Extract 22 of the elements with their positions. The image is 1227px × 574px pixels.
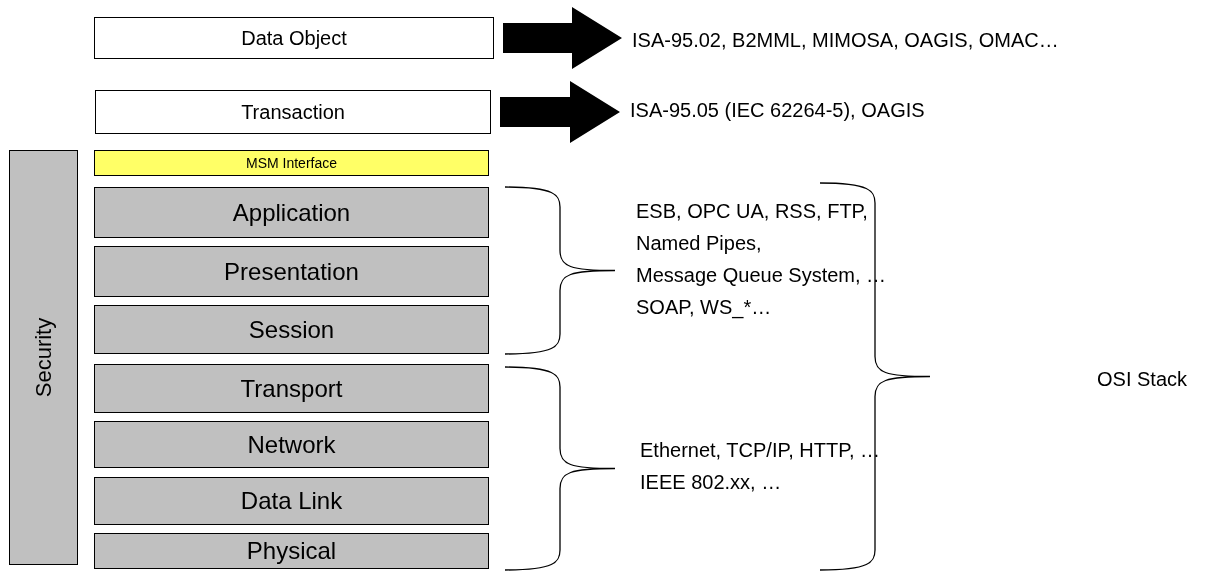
protocol-label: Ethernet, TCP/IP, HTTP, … — [640, 438, 881, 463]
layer-box: Session — [94, 305, 489, 354]
security-bar: Security — [9, 150, 78, 565]
protocol-label: IEEE 802.xx, … — [640, 470, 782, 495]
layer-box: Physical — [94, 533, 489, 569]
protocol-label: Message Queue System, … — [636, 263, 887, 288]
protocol-label: SOAP, WS_*… — [636, 295, 772, 320]
protocol-label: ESB, OPC UA, RSS, FTP, — [636, 199, 868, 224]
block-arrow — [503, 7, 622, 69]
block-arrow — [500, 81, 620, 143]
interface-bar: MSM Interface — [94, 150, 489, 176]
layer-box: Transaction — [95, 90, 491, 134]
layer-box: Data Link — [94, 477, 489, 525]
standards-text: ISA-95.02, B2MML, MIMOSA, OAGIS, OMAC… — [632, 24, 1192, 56]
protocol-label: Named Pipes, — [636, 231, 762, 256]
layer-box: Network — [94, 421, 489, 468]
layer-box: Application — [94, 187, 489, 238]
protocol-label: OSI Stack — [1097, 367, 1188, 392]
layer-box: Presentation — [94, 246, 489, 297]
layer-box: Transport — [94, 364, 489, 413]
layer-box: Data Object — [94, 17, 494, 59]
standards-text: ISA-95.05 (IEC 62264-5), OAGIS — [630, 94, 1110, 126]
